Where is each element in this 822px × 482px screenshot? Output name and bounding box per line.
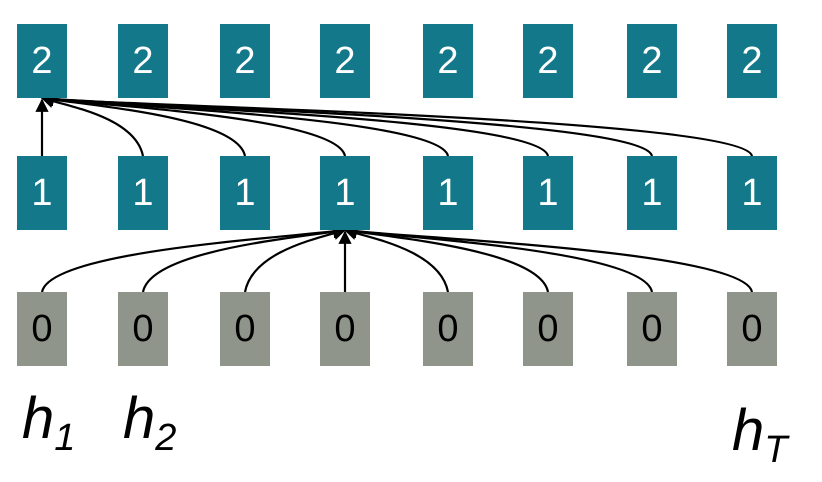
edge-layer-0-to-layer-1 — [243, 227, 347, 293]
layer-1-node-box — [17, 156, 67, 230]
layer-0-node: 0 — [727, 292, 777, 366]
layer-1-node-box — [727, 156, 777, 230]
layer-2-node-box — [727, 24, 777, 98]
position-label-base: h — [123, 386, 155, 451]
layer-0-node-label: 0 — [641, 308, 662, 350]
edge-layer-0-to-layer-1 — [343, 225, 754, 293]
layer-2-node-box — [523, 24, 573, 98]
layer-1-node-box — [220, 156, 270, 230]
layer-2-node: 2 — [727, 24, 777, 98]
layer-0-node-label: 0 — [334, 308, 355, 350]
layer-1-node-label: 1 — [437, 172, 458, 214]
layer-2-node-label: 2 — [132, 40, 153, 82]
layer-1-node: 1 — [118, 156, 168, 230]
layer-2-node: 2 — [320, 24, 370, 98]
layer-2-node: 2 — [423, 24, 473, 98]
layer-2-node-label: 2 — [437, 40, 458, 82]
layer-2-node: 2 — [118, 24, 168, 98]
layer-0-node-box — [523, 292, 573, 366]
position-label-h2: h2 — [123, 386, 176, 459]
layer-1-node: 1 — [727, 156, 777, 230]
layer-2-node-label: 2 — [537, 40, 558, 82]
edge-layer-0-to-layer-1 — [141, 225, 347, 293]
layer-1-node: 1 — [17, 156, 67, 230]
layer-1-node-label: 1 — [334, 172, 355, 214]
layer-0-node-box — [118, 292, 168, 366]
layer-2-node: 2 — [523, 24, 573, 98]
connection-lines — [35, 93, 754, 293]
layer-1-node-label: 1 — [537, 172, 558, 214]
layer-0-node: 0 — [423, 292, 473, 366]
layer-2-node-box — [118, 24, 168, 98]
layer-0-node-label: 0 — [437, 308, 458, 350]
edge-layer-1-to-layer-2 — [40, 93, 754, 157]
layer-0-node: 0 — [320, 292, 370, 366]
node-grid: 2 2 2 2 2 2 2 2 1 1 1 1 1 1 1 1 0 0 0 0 0 0 0 0 — [17, 24, 777, 366]
layer-2-node-box — [423, 24, 473, 98]
layer-0-node: 0 — [118, 292, 168, 366]
layer-1-node-label: 1 — [132, 172, 153, 214]
layer-0-node-label: 0 — [741, 308, 762, 350]
layer-2-node-box — [627, 24, 677, 98]
layer-2-node-label: 2 — [234, 40, 255, 82]
layer-1-node: 1 — [320, 156, 370, 230]
layer-0-node-box — [423, 292, 473, 366]
layer-0-node-box — [627, 292, 677, 366]
layer-1-node-label: 1 — [31, 172, 52, 214]
layer-0-node: 0 — [17, 292, 67, 366]
layer-1-node: 1 — [523, 156, 573, 230]
layer-1-node-label: 1 — [234, 172, 255, 214]
layer-1-node-box — [523, 156, 573, 230]
layer-1-node-box — [118, 156, 168, 230]
layer-1-node-box — [423, 156, 473, 230]
layer-2-node-label: 2 — [31, 40, 52, 82]
layer-2-node-label: 2 — [334, 40, 355, 82]
layer-0-node-label: 0 — [132, 308, 153, 350]
layer-0-node: 0 — [220, 292, 270, 366]
position-label-subscript: 1 — [54, 417, 75, 459]
layer-1-node: 1 — [627, 156, 677, 230]
layer-0-node-label: 0 — [31, 308, 52, 350]
edge-layer-1-to-layer-2 — [40, 93, 550, 157]
layer-2-node: 2 — [627, 24, 677, 98]
position-label-subscript: 2 — [154, 417, 176, 459]
position-label-base: h — [732, 398, 764, 463]
layer-2-node-label: 2 — [641, 40, 662, 82]
layer-1-node-box — [320, 156, 370, 230]
layer-0-node-label: 0 — [234, 308, 255, 350]
layer-0-node-box — [727, 292, 777, 366]
layer-2-node: 2 — [220, 24, 270, 98]
layer-0-node: 0 — [627, 292, 677, 366]
layer-2-node: 2 — [17, 24, 67, 98]
layer-2-node-box — [17, 24, 67, 98]
layer-2-node-box — [220, 24, 270, 98]
layer-0-node-box — [320, 292, 370, 366]
edge-layer-0-to-layer-1 — [40, 225, 347, 293]
layer-2-node-box — [320, 24, 370, 98]
layer-0-node-label: 0 — [537, 308, 558, 350]
layer-1-node: 1 — [220, 156, 270, 230]
position-label-base: h — [22, 386, 54, 451]
position-label-h1: h1 — [22, 386, 75, 459]
edge-layer-0-to-layer-1 — [343, 225, 654, 293]
layer-1-node-label: 1 — [741, 172, 762, 214]
position-label-hT: hT — [732, 398, 790, 471]
layer-0-node-box — [220, 292, 270, 366]
layer-1-node-label: 1 — [641, 172, 662, 214]
position-label-subscript: T — [764, 429, 790, 471]
layer-0-node: 0 — [523, 292, 573, 366]
layer-0-node-box — [17, 292, 67, 366]
layer-1-node-box — [627, 156, 677, 230]
layer-1-node: 1 — [423, 156, 473, 230]
layer-2-node-label: 2 — [741, 40, 762, 82]
